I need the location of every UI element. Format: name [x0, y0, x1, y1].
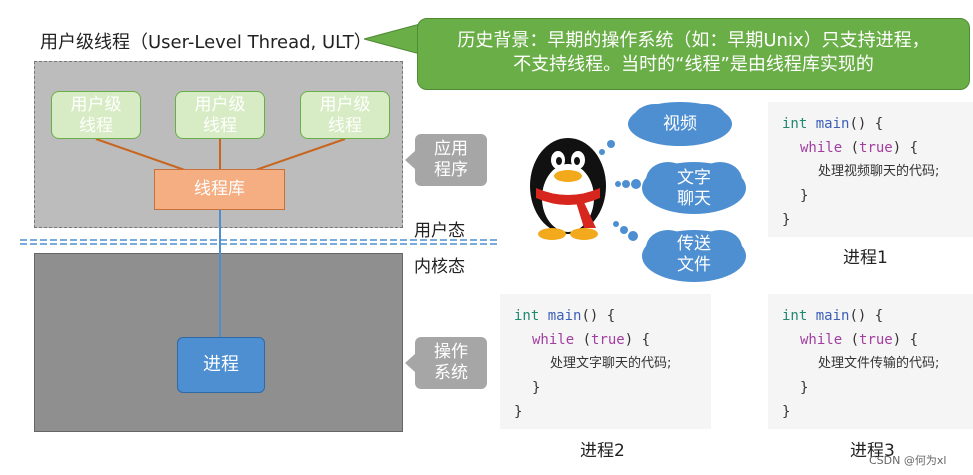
code-block-process-2: int main() { while (true) { 处理文字聊天的代码; }… — [500, 294, 711, 429]
os-tag-pointer — [405, 354, 415, 372]
code-line-close-outer: } — [782, 212, 791, 228]
cloud-line-2: 文件 — [677, 255, 711, 275]
cloud-text-chat — [642, 162, 746, 214]
code-line-loop: while (true) { — [800, 140, 919, 156]
tag-line-1: 操作 — [434, 342, 468, 362]
code-line-close-outer: } — [782, 404, 791, 420]
history-callout: 历史背景：早期的操作系统（如：早期Unix）只支持进程， 不支持线程。当时的“线… — [417, 18, 970, 90]
code-line-signature: int main() { — [782, 116, 884, 132]
kernel-mode-label: 内核态 — [414, 257, 465, 277]
tag-line-2: 程序 — [434, 160, 468, 180]
ult-label-line-2: 线程 — [203, 116, 237, 136]
cloud-text-chat-label: 文字 聊天 — [662, 168, 726, 210]
ult-label-line-1: 用户级 — [319, 95, 371, 115]
kernel-process: 进程 — [177, 337, 265, 393]
process-1-label: 进程1 — [843, 248, 888, 268]
code-block-process-3: int main() { while (true) { 处理文件传输的代码; }… — [768, 294, 973, 429]
application-tag: 应用 程序 — [415, 134, 487, 186]
callout-line-1: 历史背景：早期的操作系统（如：早期Unix）只支持进程， — [457, 30, 930, 51]
cloud-line-1: 传送 — [677, 234, 711, 254]
process-2-label: 进程2 — [580, 441, 625, 461]
cloud-file-transfer-label: 传送 文件 — [662, 234, 726, 276]
thread-library: 线程库 — [154, 169, 285, 210]
code-line-signature: int main() { — [782, 308, 884, 324]
process-3-label: 进程3 — [850, 441, 895, 461]
user-level-thread-2: 用户级 线程 — [175, 91, 265, 139]
diagram-title: 用户级线程（User-Level Thread, ULT） — [40, 32, 372, 53]
code-line-close-inner: } — [800, 188, 809, 204]
cloud-file-transfer — [642, 230, 746, 282]
code-block-process-1: int main() { while (true) { 处理视频聊天的代码; }… — [768, 102, 973, 237]
code-line-signature: int main() { — [514, 308, 616, 324]
cloud-line-1: 文字 — [677, 168, 711, 188]
code-line-close-outer: } — [514, 404, 523, 420]
ult-label-line-2: 线程 — [328, 116, 362, 136]
code-line-body: 处理视频聊天的代码; — [818, 164, 940, 179]
cloud-line-2: 聊天 — [677, 189, 711, 209]
user-mode-label: 用户态 — [414, 221, 465, 241]
app-tag-pointer — [405, 151, 415, 169]
cloud-video — [628, 102, 732, 146]
ult-label-line-2: 线程 — [79, 116, 113, 136]
cloud-video-label: 视频 — [648, 114, 712, 135]
code-line-close-inner: } — [532, 380, 541, 396]
code-line-loop: while (true) { — [800, 332, 919, 348]
ult-label-line-1: 用户级 — [194, 95, 246, 115]
user-level-thread-3: 用户级 线程 — [300, 91, 390, 139]
callout-line-2: 不支持线程。当时的“线程”是由线程库实现的 — [513, 54, 874, 75]
cloud-line-1: 视频 — [663, 114, 697, 134]
user-level-thread-1: 用户级 线程 — [51, 91, 141, 139]
code-line-body: 处理文件传输的代码; — [818, 356, 940, 371]
code-line-loop: while (true) { — [532, 332, 651, 348]
code-line-body: 处理文字聊天的代码; — [550, 356, 672, 371]
qq-penguin-icon — [530, 102, 746, 282]
tag-line-1: 应用 — [434, 139, 468, 159]
code-line-close-inner: } — [800, 380, 809, 396]
source-watermark: CSDN @何为xl — [869, 454, 947, 467]
tag-line-2: 系统 — [434, 363, 468, 383]
ult-label-line-1: 用户级 — [70, 95, 122, 115]
operating-system-tag: 操作 系统 — [415, 337, 487, 389]
